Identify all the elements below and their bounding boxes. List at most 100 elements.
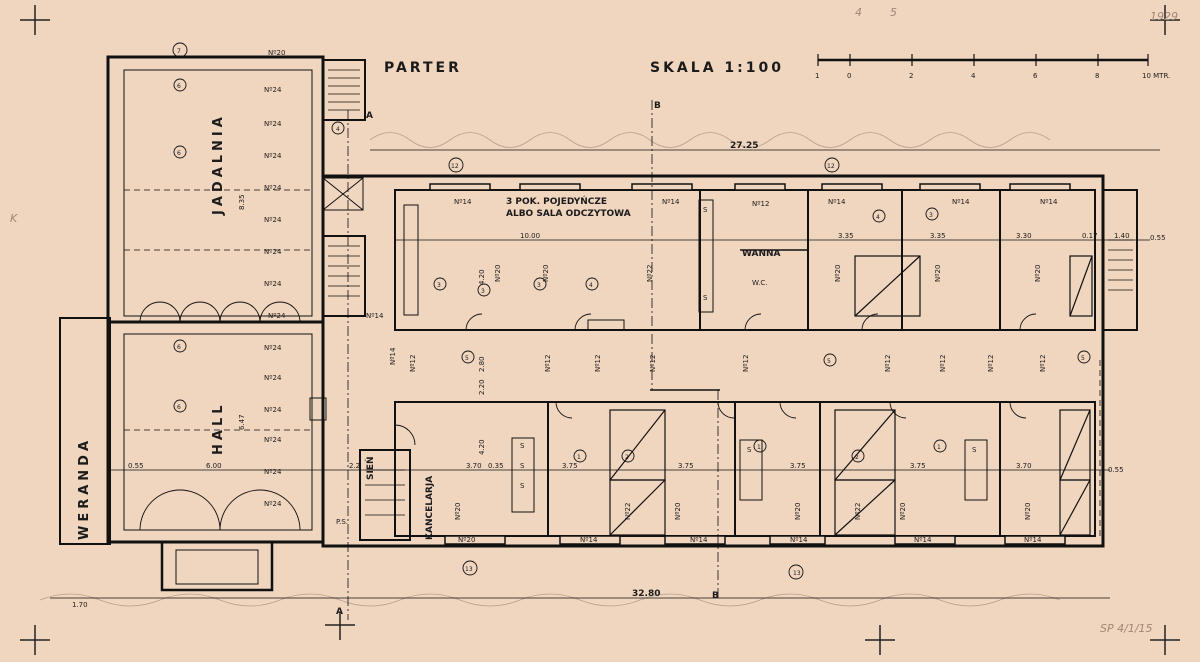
svg-text:2: 2	[625, 454, 629, 461]
svg-text:Nº14: Nº14	[952, 198, 970, 206]
svg-text:Nº14: Nº14	[389, 347, 397, 365]
dim-north-2: 3.35	[838, 232, 854, 240]
svg-text:Nº14: Nº14	[1024, 536, 1042, 544]
pencil-mark-right-2: 5	[890, 6, 897, 19]
windows	[429, 183, 1071, 545]
section-b-bottom: B	[712, 591, 719, 601]
svg-text:1: 1	[757, 444, 761, 451]
svg-text:4: 4	[876, 214, 880, 221]
svg-text:Nº14: Nº14	[454, 198, 472, 206]
svg-text:7: 7	[177, 48, 181, 55]
scale-tick-8: 8	[1095, 72, 1099, 80]
dim-dining-depth: 8.35	[238, 194, 246, 210]
svg-text:Nº20: Nº20	[899, 503, 907, 520]
svg-text:Nº20: Nº20	[458, 536, 475, 544]
dim-corridor-b: 2.80	[478, 356, 486, 372]
dim-south-5: 3.75	[910, 462, 926, 470]
room-dining: JADALNIA	[211, 113, 226, 216]
circle-markers	[172, 42, 1091, 580]
dim-corridor-a: 2.20	[478, 379, 486, 395]
wardrobes	[609, 255, 1093, 536]
svg-text:Nº14: Nº14	[690, 536, 708, 544]
svg-text:Nº14: Nº14	[790, 536, 808, 544]
room-vestibule: SIEŃ	[364, 456, 376, 480]
svg-text:13: 13	[793, 570, 801, 577]
stove-s-2: S	[520, 462, 525, 470]
dim-hall-width: 6.00	[206, 462, 222, 470]
room-bath: WANNA	[742, 249, 781, 259]
svg-text:3: 3	[929, 212, 933, 219]
heaters	[309, 177, 988, 513]
room-note-2: ALBO SALA ODCZYTOWA	[506, 209, 631, 219]
dim-north-3: 3.35	[930, 232, 946, 240]
stove-s-4: S	[747, 446, 752, 454]
ps-label: P.S.	[336, 518, 348, 526]
svg-text:Nº20: Nº20	[268, 49, 285, 57]
svg-text:Nº20: Nº20	[674, 503, 682, 520]
svg-text:Nº12: Nº12	[544, 355, 552, 372]
svg-text:Nº24: Nº24	[264, 120, 282, 128]
svg-text:Nº24: Nº24	[264, 152, 282, 160]
plan-title: PARTER	[384, 60, 462, 76]
svg-text:6: 6	[177, 83, 181, 90]
svg-text:Nº20: Nº20	[454, 503, 462, 520]
scale-tick-0: 0	[847, 72, 851, 80]
section-b-top: B	[654, 101, 661, 111]
svg-text:3: 3	[537, 282, 541, 289]
room-hall: HALL	[211, 401, 226, 455]
stove-s-6: S	[703, 206, 708, 214]
dim-edge-055-a: 0.55	[128, 462, 144, 470]
stove-s-1: S	[520, 442, 525, 450]
stair-treads	[328, 69, 1133, 516]
svg-text:Nº14: Nº14	[366, 312, 384, 320]
svg-text:6: 6	[177, 404, 181, 411]
scale-tick-10: 10 MTR.	[1142, 72, 1170, 80]
circle-numbers: 7 6 6 6 6 4 12 12 3 3 3 4 4 3 5 5 5 1 1 …	[177, 48, 1085, 577]
svg-text:Nº24: Nº24	[268, 312, 286, 320]
svg-text:Nº20: Nº20	[934, 265, 942, 282]
scale-tick-6: 6	[1033, 72, 1038, 80]
scale-label: SKALA 1:100	[650, 60, 784, 76]
svg-text:Nº20: Nº20	[834, 265, 842, 282]
dim-edge-055-c: 0.55	[1150, 234, 1166, 242]
svg-text:Nº22: Nº22	[854, 503, 862, 520]
svg-text:Nº14: Nº14	[662, 198, 680, 206]
section-a-top: A	[366, 111, 373, 121]
dim-south-3: 3.75	[678, 462, 694, 470]
svg-text:Nº24: Nº24	[264, 216, 282, 224]
dim-edge-055-b: 0.55	[1108, 466, 1124, 474]
dim-west-margin: 1.70	[72, 601, 88, 609]
svg-text:Nº20: Nº20	[494, 265, 502, 282]
dim-vestibule: 2.2	[349, 462, 360, 470]
room-veranda: WERANDA	[77, 437, 92, 540]
svg-text:Nº24: Nº24	[264, 468, 282, 476]
dim-edge-017: 0.17	[1082, 232, 1098, 240]
svg-text:Nº24: Nº24	[264, 248, 282, 256]
svg-text:Nº12: Nº12	[1039, 355, 1047, 372]
dim-south-2: 3.75	[562, 462, 578, 470]
svg-text:Nº12: Nº12	[884, 355, 892, 372]
walls	[59, 55, 1138, 592]
svg-text:Nº12: Nº12	[594, 355, 602, 372]
svg-text:Nº24: Nº24	[264, 374, 282, 382]
dimension-lines	[50, 100, 1160, 620]
svg-text:Nº20: Nº20	[542, 265, 550, 282]
svg-text:12: 12	[827, 163, 835, 170]
svg-text:Nº24: Nº24	[264, 280, 282, 288]
corner-note: 1929	[1150, 10, 1178, 23]
room-note-1: 3 POK. POJEDYŃCZE	[506, 195, 607, 207]
pencil-mark-right: 4	[855, 6, 862, 19]
room-office: KANCELARJA	[425, 476, 435, 540]
scale-tick-2: 2	[909, 72, 913, 80]
svg-text:Nº20: Nº20	[1024, 503, 1032, 520]
svg-text:Nº24: Nº24	[264, 406, 282, 414]
svg-text:6: 6	[177, 150, 181, 157]
svg-text:6: 6	[177, 344, 181, 351]
svg-text:Nº24: Nº24	[264, 436, 282, 444]
room-wc: W.C.	[752, 279, 767, 287]
svg-text:Nº12: Nº12	[752, 200, 769, 208]
svg-text:Nº22: Nº22	[646, 265, 654, 282]
svg-text:Nº14: Nº14	[828, 198, 846, 206]
stove-s-5: S	[972, 446, 977, 454]
